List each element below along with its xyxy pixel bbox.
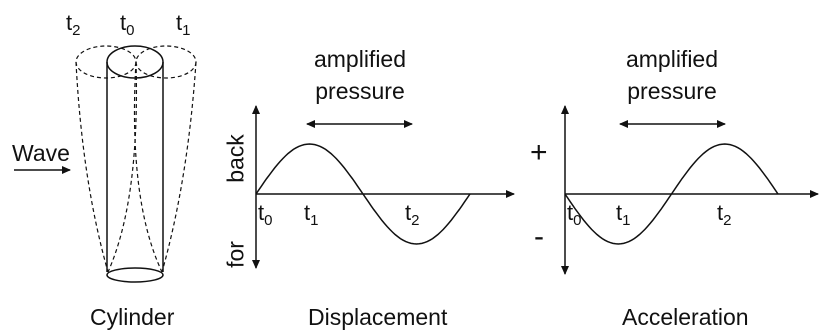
displacement-y-lower-label: for xyxy=(225,230,248,280)
displacement-caption: Displacement xyxy=(308,306,447,329)
acceleration-t0-label: t0 xyxy=(567,202,581,228)
cylinder-t2-label: t2 xyxy=(66,12,80,38)
displacement-annotation-line2: pressure xyxy=(300,80,420,103)
top-ellipse-t2 xyxy=(76,46,136,78)
acceleration-caption: Acceleration xyxy=(622,306,749,329)
top-ellipse-t1 xyxy=(136,46,196,78)
cylinder-caption: Cylinder xyxy=(90,306,174,329)
deflection-t1-right xyxy=(162,62,196,272)
acceleration-annotation-line1: amplified xyxy=(612,48,732,71)
acceleration-t1-label: t1 xyxy=(616,202,630,228)
cylinder-t0-label: t0 xyxy=(120,12,134,38)
top-ellipse-t0 xyxy=(107,46,163,78)
acceleration-t2-label: t2 xyxy=(717,202,731,228)
bottom-ellipse xyxy=(107,268,163,282)
cylinder-t1-label: t1 xyxy=(176,12,190,38)
wave-label: Wave xyxy=(12,142,70,165)
acceleration-y-upper-label: + xyxy=(530,138,548,168)
deflection-t1-left xyxy=(108,62,136,272)
displacement-t2-label: t2 xyxy=(405,202,419,228)
displacement-t0-label: t0 xyxy=(258,202,272,228)
acceleration-y-lower-label: - xyxy=(534,222,544,252)
displacement-annotation-line1: amplified xyxy=(300,48,420,71)
deflection-t2-right xyxy=(134,62,162,272)
displacement-t1-label: t1 xyxy=(304,202,318,228)
acceleration-annotation-line2: pressure xyxy=(612,80,732,103)
deflection-t2-left xyxy=(76,62,108,272)
displacement-panel xyxy=(256,106,514,268)
acceleration-panel xyxy=(565,106,818,274)
displacement-y-upper-label: back xyxy=(225,129,248,189)
